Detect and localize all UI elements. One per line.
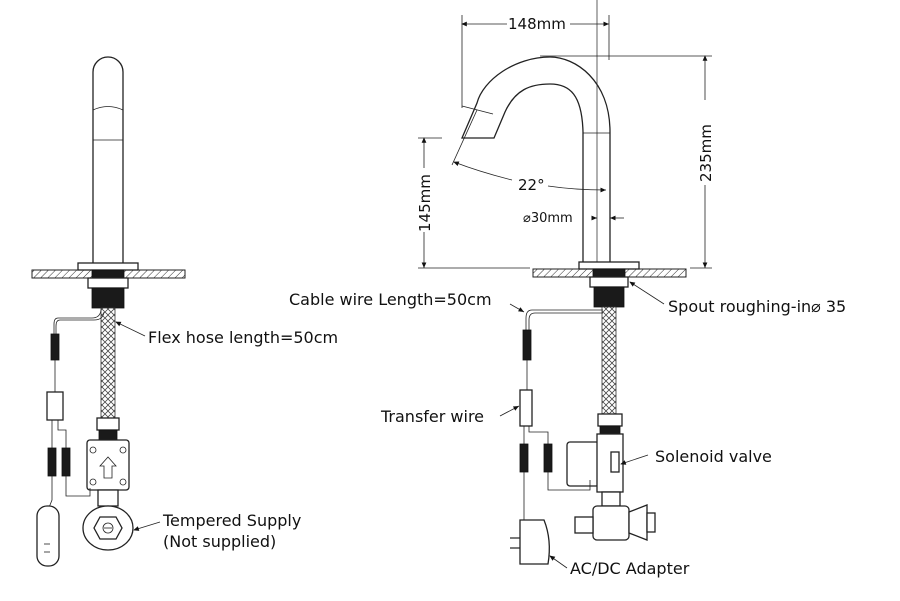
hose-thread-front — [98, 429, 118, 441]
flex-hose-side — [601, 306, 617, 416]
aerator-line — [461, 105, 494, 115]
gooseneck-spout — [461, 56, 611, 268]
dimension-outlet-height: 145mm — [416, 174, 434, 232]
connector-left-side — [519, 443, 529, 473]
cable-wire-leader — [509, 303, 525, 313]
threaded-shank-front — [91, 287, 125, 309]
sensor-window-line — [92, 106, 124, 111]
mount-nut-front — [91, 269, 125, 279]
cable-wire-front — [53, 309, 102, 342]
battery-pack — [36, 505, 60, 567]
transfer-wire-box-front — [46, 391, 64, 421]
flow-arrow-icon — [99, 456, 117, 479]
flex-hose-label: Flex hose length=50cm — [148, 328, 338, 347]
dimension-angle: 22° — [518, 176, 545, 194]
connector-right-side — [543, 443, 553, 473]
base-escutcheon-side — [578, 261, 640, 270]
angle-stop-valve — [592, 505, 630, 541]
adapter-label: AC/DC Adapter — [570, 559, 690, 578]
ac-dc-adapter — [519, 519, 550, 565]
hose-nut-front — [96, 417, 120, 431]
connector-left-front — [47, 447, 57, 477]
adapter-leader — [549, 555, 568, 569]
spout-roughing-label: Spout roughing-in⌀ 35 — [668, 297, 846, 316]
cable-connector-side — [522, 329, 532, 361]
lock-nut-front — [87, 277, 129, 289]
dimension-lines — [418, 15, 712, 269]
not-supplied-label: (Not supplied) — [163, 532, 276, 551]
cable-wire-label: Cable wire Length=50cm — [289, 290, 492, 309]
transfer-wire-box-side — [519, 389, 533, 427]
cable-connector-front — [50, 333, 60, 361]
stop-valve-handle — [574, 516, 594, 534]
lock-nut-side — [589, 276, 629, 288]
solenoid-valve-leader — [620, 454, 649, 465]
tempered-supply-leader — [133, 521, 161, 531]
front-view-faucet — [31, 56, 186, 567]
flex-hose-leader — [115, 321, 146, 337]
tempered-supply-label: Tempered Supply — [162, 511, 301, 530]
spray-angle-line — [451, 109, 478, 166]
connector-right-front — [61, 447, 71, 477]
solenoid-valve-front — [86, 439, 130, 491]
flex-hose-front — [100, 307, 116, 429]
transfer-wire-leader — [499, 405, 520, 417]
solenoid-lower-nut — [601, 491, 621, 507]
transfer-wire-label: Transfer wire — [380, 407, 484, 426]
solenoid-coil — [566, 441, 600, 487]
solenoid-cap — [610, 451, 620, 473]
valve-fitting-front — [97, 489, 119, 507]
cable-wire-side — [525, 309, 603, 330]
spout-roughing-leader — [629, 281, 665, 305]
mount-nut-side — [592, 268, 626, 278]
hose-nut-side — [597, 413, 623, 427]
dimension-reach: 148mm — [508, 15, 566, 33]
dimension-height: 235mm — [697, 124, 715, 182]
hose-thread-side — [599, 425, 621, 435]
faucet-column-front — [92, 56, 124, 271]
stop-valve-flange — [628, 504, 648, 541]
dimension-diameter: ⌀30mm — [523, 211, 573, 226]
stop-valve-cap — [646, 512, 656, 533]
threaded-shank-side — [593, 286, 625, 308]
solenoid-valve-label: Solenoid valve — [655, 447, 772, 466]
side-view-faucet — [451, 0, 687, 565]
base-escutcheon-front — [77, 262, 139, 271]
